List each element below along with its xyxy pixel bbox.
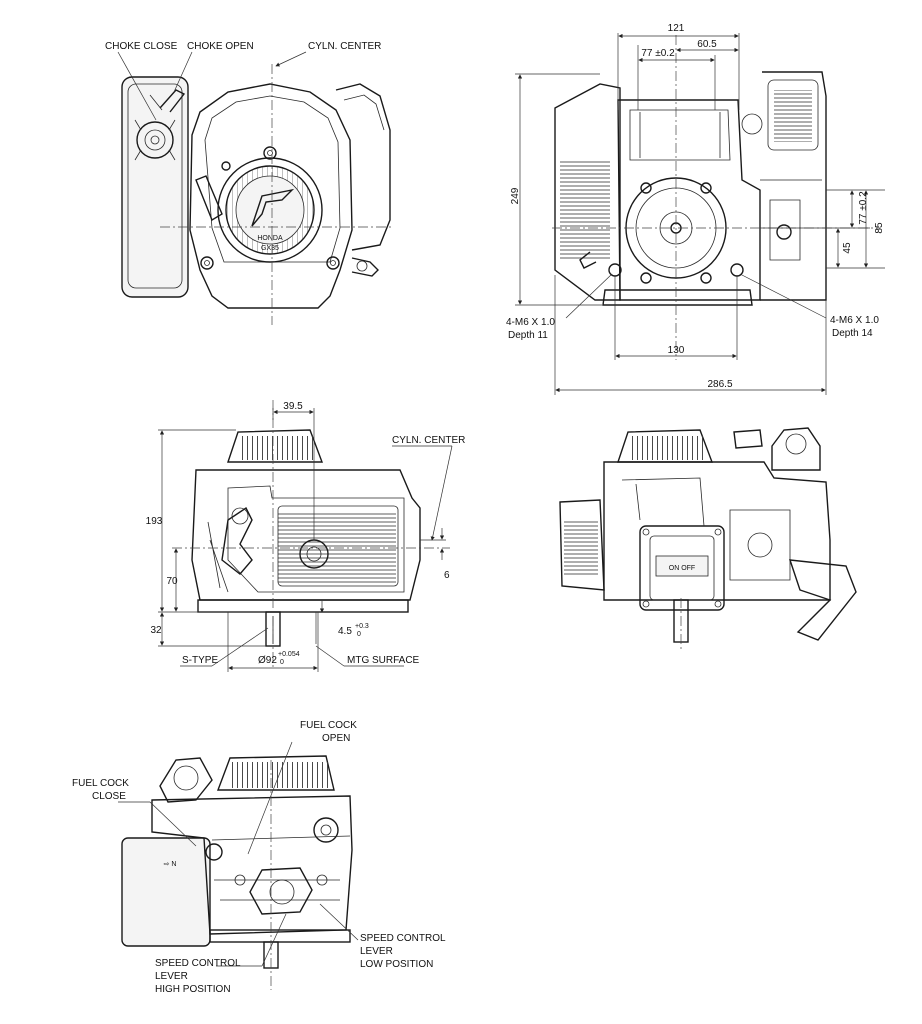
- dim-4-5-tol-up: +0.3: [355, 623, 369, 630]
- mount-right-label-1: 4-M6 X 1.0: [830, 315, 879, 326]
- mtg-surface-label: MTG SURFACE: [347, 655, 420, 666]
- dim-4-5: 4.5: [338, 626, 352, 637]
- choke-close-label: CHOKE CLOSE: [105, 41, 178, 52]
- dim-39-5: 39.5: [283, 401, 303, 412]
- speed-high-label-3: HIGH POSITION: [155, 984, 231, 995]
- fuel-cock-open-label-1: FUEL COCK: [300, 720, 357, 731]
- fuel-cock-open-label-2: OPEN: [322, 733, 350, 744]
- svg-text:⇨ N: ⇨ N: [164, 861, 177, 868]
- cyln-center-side-label: CYLN. CENTER: [392, 435, 465, 446]
- dim-286-5: 286.5: [707, 379, 732, 390]
- speed-high-label-1: SPEED CONTROL: [155, 958, 241, 969]
- dim-85: 85: [874, 222, 885, 234]
- model-label: GX35: [261, 245, 279, 252]
- dim-70: 70: [166, 576, 178, 587]
- dim-60-5: 60.5: [697, 39, 717, 50]
- dim-6: 6: [444, 570, 450, 581]
- brand-label: HONDA: [257, 235, 283, 242]
- bottom-view: ⇨ N FUEL COCK OPEN FUEL COCK CLOSE SPEED…: [72, 720, 446, 995]
- dim-92-tol-up: +0.054: [278, 651, 300, 658]
- dim-193: 193: [146, 516, 163, 527]
- filter-label: ON OFF: [669, 565, 695, 572]
- front-view: HONDA GX35 CHOKE CLOSE CHOKE OPEN CYLN. …: [105, 41, 392, 325]
- dim-92-tol-low: 0: [280, 659, 284, 666]
- dim-77-side: 77 ±0.2: [858, 191, 869, 225]
- mount-left-label-2: Depth 11: [508, 330, 548, 341]
- mount-right-label-2: Depth 14: [832, 328, 873, 339]
- side-view-right: ON OFF: [559, 427, 857, 650]
- s-type-label: S-TYPE: [182, 655, 218, 666]
- dim-249: 249: [510, 187, 521, 204]
- dim-45: 45: [842, 242, 853, 254]
- dim-77-top: 77 ±0.2: [641, 48, 675, 59]
- dim-4-5-tol-low: 0: [357, 631, 361, 638]
- dim-121: 121: [668, 23, 685, 34]
- dim-130: 130: [668, 345, 685, 356]
- cyln-center-top-label: CYLN. CENTER: [308, 41, 381, 52]
- speed-low-label-3: LOW POSITION: [360, 959, 433, 970]
- dim-92: Ø92: [258, 655, 277, 666]
- side-view-left: 39.5 193 70 32 6 4.5 +0.3 0 Ø92 +0.054 0: [146, 400, 465, 672]
- speed-low-label-1: SPEED CONTROL: [360, 933, 446, 944]
- fuel-cock-close-label-2: CLOSE: [92, 791, 126, 802]
- speed-low-label-2: LEVER: [360, 946, 393, 957]
- rear-view: 121 60.5 77 ±0.2 249 85 77 ±0.2 45 130 2…: [506, 23, 885, 395]
- fuel-cock-close-label-1: FUEL COCK: [72, 778, 129, 789]
- choke-open-label: CHOKE OPEN: [187, 41, 254, 52]
- mount-left-label-1: 4-M6 X 1.0: [506, 317, 555, 328]
- dim-32: 32: [150, 625, 162, 636]
- speed-high-label-2: LEVER: [155, 971, 188, 982]
